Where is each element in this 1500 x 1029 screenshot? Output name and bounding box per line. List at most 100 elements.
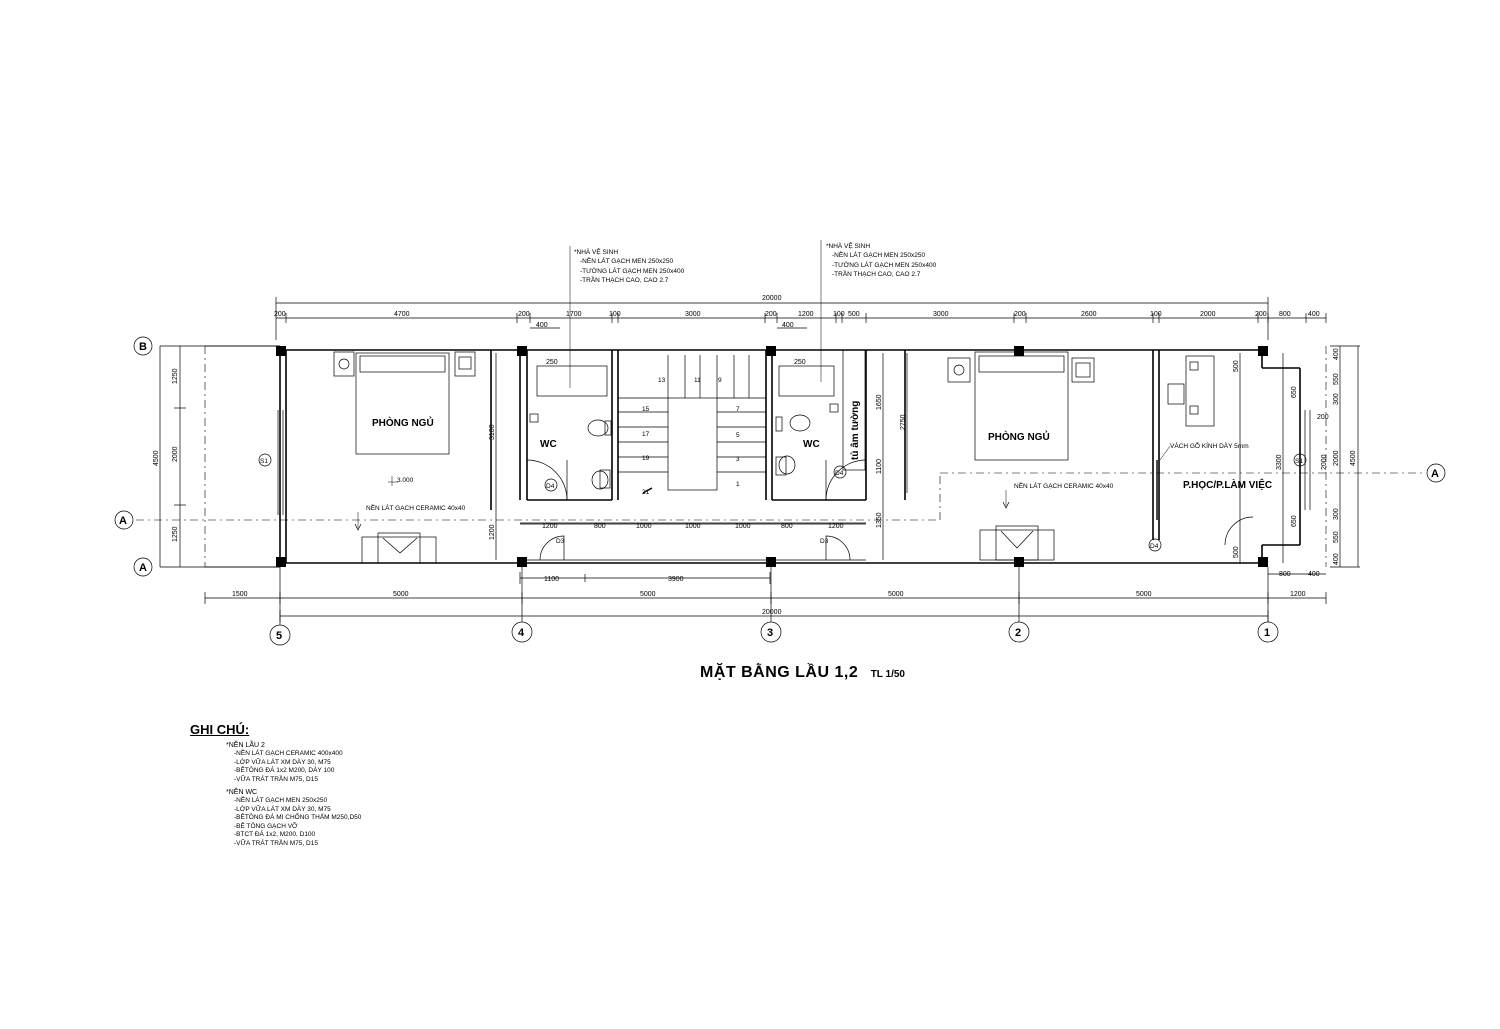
dim-bottom-total: 20000 (762, 609, 782, 616)
dim-label: 3900 (668, 576, 684, 583)
wc-note-left-line: -TRẦN THẠCH CAO, CAO 2.7 (580, 274, 669, 284)
dim-label: 1100 (876, 459, 883, 474)
dim-label: 5000 (393, 591, 409, 598)
drawing-scale: TL 1/50 (870, 669, 905, 680)
dim-label: 1650 (876, 394, 883, 410)
dim-label: 1200 (1290, 591, 1306, 598)
dim-label: 300 (1333, 508, 1340, 520)
notes-group-floor: *NỀN LẦU 2 -NỀN LÁT GẠCH CERAMIC 400x400… (190, 741, 361, 784)
axis-label-5: 5 (276, 630, 282, 642)
dim-label: 1500 (232, 591, 248, 598)
dim-label: 1200 (489, 524, 496, 540)
notes-item: -NỀN LÁT GẠCH CERAMIC 400x400 (234, 750, 343, 757)
dim-label: 2000 (1321, 454, 1328, 470)
axis-label-b: B (139, 341, 147, 353)
notes-block: GHI CHÚ: *NỀN LẦU 2 -NỀN LÁT GẠCH CERAMI… (190, 722, 361, 848)
room-label-bedroom-left: PHÒNG NGỦ (372, 416, 434, 429)
tag-d4: D4 (546, 483, 555, 490)
dim-label: 2000 (172, 446, 179, 462)
tag-s1-right: S1 (1295, 458, 1303, 465)
dim-label: 400 (1308, 571, 1320, 578)
level-mark: 3.000 (397, 477, 414, 484)
axis-label-2: 2 (1015, 627, 1021, 639)
dim-label: 1100 (544, 576, 559, 583)
dim-label: 1700 (566, 311, 582, 318)
dim-label: 200 (274, 311, 286, 318)
dim-label: 500 (1233, 360, 1240, 372)
notes-item: -NỀN LÁT GẠCH MEN 250x250 (234, 797, 328, 804)
dim-label: 1200 (798, 311, 814, 318)
room-labels: PHÒNG NGỦ PHÒNG NGỦ WC WC P.HỌC/P.LÀM VI… (372, 401, 1272, 491)
notes-item: -BÊTÔNG ĐÁ MI CHỐNG THẤM M250,D50 (234, 814, 362, 821)
wc-note-left-line: -TƯỜNG LÁT GẠCH MEN 250x400 (580, 266, 685, 275)
dim-label: 2750 (900, 414, 907, 430)
room-label-wc-left: WC (540, 439, 557, 450)
wc-note-left-line: -NỀN LÁT GẠCH MEN 250x250 (580, 255, 673, 265)
axis-label-4: 4 (518, 627, 525, 639)
dim-label: 100 (609, 311, 621, 318)
axis-bubble-a-row: A (133, 557, 153, 577)
room-label-wardrobe: tủ âm tường (850, 401, 861, 460)
tag-d3: D3 (820, 538, 829, 545)
dim-label: 1250 (172, 368, 179, 384)
notes-item: -VỮA TRÁT TRẦN M75, D15 (234, 839, 318, 847)
section-line: A A (114, 463, 1446, 530)
dim-label: 1200 (542, 523, 558, 530)
top-dimensions: 20000 200 4700 200 1700 100 3000 (274, 295, 1327, 340)
dim-label: 200 (1317, 414, 1329, 421)
stair-number: 15 (642, 406, 650, 413)
axis-label-3: 3 (767, 627, 773, 639)
column-axes: 5 4 3 2 1 (269, 567, 1279, 646)
drawing-title-main: MẶT BẰNG LẦU 1,2 (700, 664, 859, 681)
dim-label: 4700 (394, 311, 410, 318)
bedroom-left-furniture (333, 351, 476, 564)
dim-label: 400 (1308, 311, 1320, 318)
stair-number: 17 (642, 431, 650, 438)
notes-group-wc: *NỀN WC -NỀN LÁT GẠCH MEN 250x250 -LỚP V… (190, 788, 361, 848)
stair-number: 21 (642, 489, 650, 496)
stair-number: 19 (642, 455, 650, 462)
dim-label: 800 (1279, 311, 1291, 318)
dim-top-total: 20000 (762, 295, 782, 302)
dim-label: 500 (1233, 546, 1240, 558)
dim-label: 1250 (172, 526, 179, 542)
dim-label: 550 (1333, 373, 1340, 385)
staircase: 13 11 9 15 7 17 5 19 3 21 1 (618, 355, 766, 496)
dim-label: 2600 (1081, 311, 1097, 318)
walls (204, 345, 1327, 568)
dim-label: 200 (765, 311, 777, 318)
dim-label: 500 (848, 311, 860, 318)
dim-label: 3000 (685, 311, 701, 318)
dim-label: 400 (1333, 553, 1340, 565)
dim-label: 3000 (933, 311, 949, 318)
dim-label: 400 (782, 322, 794, 329)
annotations: NỀN LÁT GẠCH CERAMIC 40x40 NỀN LÁT GẠCH … (354, 441, 1249, 531)
dim-label: 1200 (828, 523, 844, 530)
dim-label: 400 (536, 322, 548, 329)
dim-label: 650 (1291, 386, 1298, 398)
notes-group-title: *NỀN LẦU 2 (226, 742, 265, 749)
annotation-floor-left: NỀN LÁT GẠCH CERAMIC 40x40 (366, 502, 466, 512)
axis-label-1: 1 (1264, 627, 1270, 639)
dim-label: 550 (1333, 531, 1340, 543)
dim-label: 1000 (636, 523, 652, 530)
dim-label: 1000 (735, 523, 751, 530)
tag-d4: D4 (1150, 543, 1159, 550)
stair-number: 7 (736, 406, 740, 413)
axis-bubble-b: B (133, 336, 153, 356)
wc-note-left-head: *NHÀ VỆ SINH (574, 247, 618, 256)
study-furniture (1156, 355, 1254, 546)
dim-label: 2000 (1333, 450, 1340, 466)
dim-label: 1350 (876, 512, 883, 528)
dim-label: 300 (1333, 393, 1340, 405)
stair-number: 11 (694, 377, 701, 384)
wc-left-fixtures (526, 365, 612, 501)
room-label-study: P.HỌC/P.LÀM VIỆC (1183, 478, 1272, 491)
wc-note-right-head: *NHÀ VỆ SINH (826, 241, 870, 250)
dim-left-total: 4500 (153, 450, 160, 466)
notes-item: -VỮA TRÁT TRẦN M75, D15 (234, 775, 318, 783)
bottom-dimensions: 1100 3900 800 400 1500 5000 5000 5000 50… (204, 571, 1327, 622)
notes-item: -LỚP VỮA LÁT XM DÀY 30, M75 (234, 758, 331, 766)
dim-label: 250 (546, 359, 558, 366)
